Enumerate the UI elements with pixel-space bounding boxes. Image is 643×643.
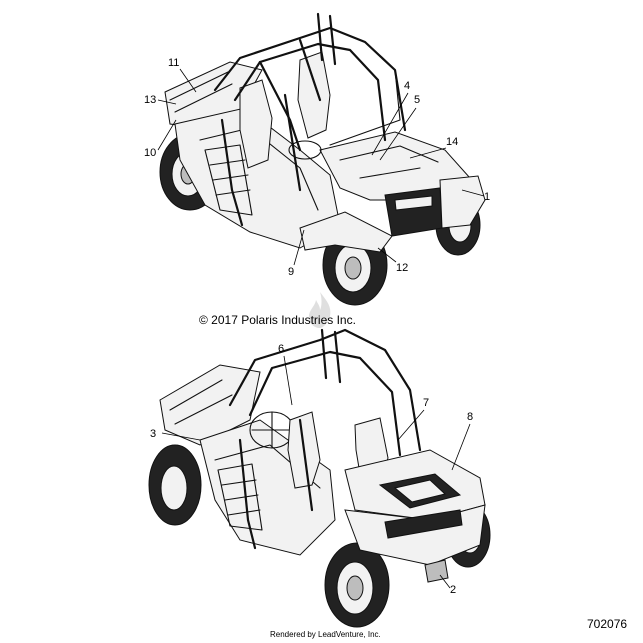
callout-4: 4 <box>404 80 410 92</box>
callout-5: 5 <box>414 94 420 106</box>
callout-8: 8 <box>467 411 473 423</box>
front-wheel-far <box>148 444 202 526</box>
copyright-text: © 2017 Polaris Industries Inc. <box>199 313 356 327</box>
callout-9: 9 <box>288 266 294 278</box>
part-number: 702076 <box>587 617 628 631</box>
callout-7: 7 <box>423 397 429 409</box>
vehicle-front-view <box>159 12 486 306</box>
callout-12: 12 <box>396 262 408 274</box>
flame-watermark-icon <box>308 292 331 328</box>
callout-6: 6 <box>278 343 284 355</box>
callout-13: 13 <box>144 94 156 106</box>
callout-14: 14 <box>446 136 458 148</box>
rendered-by-text: Rendered by LeadVenture, Inc. <box>270 630 381 639</box>
callouts-top: 11 13 10 4 5 14 1 9 12 <box>144 57 490 278</box>
callouts-bottom: 6 3 7 8 2 <box>150 343 473 596</box>
callout-10: 10 <box>144 147 156 159</box>
callout-3: 3 <box>150 428 156 440</box>
callout-1: 1 <box>484 191 490 203</box>
rear-wheel-near <box>324 542 390 628</box>
vehicle-rear-view <box>148 328 491 628</box>
callout-11: 11 <box>168 57 179 69</box>
callout-2: 2 <box>450 584 456 596</box>
